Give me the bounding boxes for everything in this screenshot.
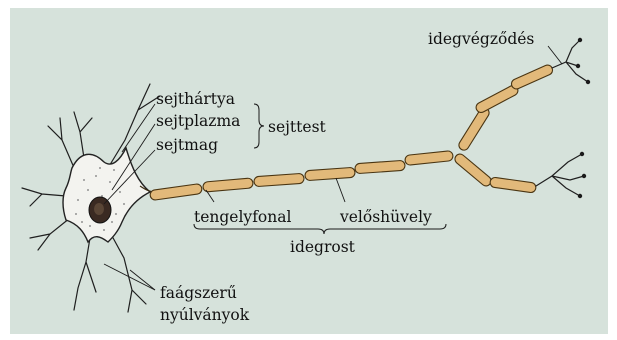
myelin-segment <box>453 152 493 188</box>
myelin-segment <box>474 84 519 114</box>
nerve-endings <box>536 38 590 198</box>
dendrite <box>30 218 70 250</box>
axon-branch-lower <box>453 152 537 193</box>
dendrite <box>112 236 146 312</box>
myelin-segment <box>203 178 254 192</box>
leader-line-sejthartya <box>122 104 155 152</box>
label-sejttest: sejttest <box>268 118 327 136</box>
myelin-segment <box>150 183 203 200</box>
label-nyulvanyok: nyúlványok <box>160 306 250 324</box>
dendrite <box>74 112 92 158</box>
leader-line-veloshuvely <box>336 178 345 202</box>
myelin-segment <box>405 151 454 166</box>
cell-body <box>63 148 150 242</box>
label-faagszeru: faágszerű <box>160 284 237 302</box>
myelin-segment <box>254 173 305 186</box>
myelinated-axon <box>150 151 454 201</box>
leader-line-faagszeru-1 <box>104 264 155 290</box>
nerve-ending <box>552 40 588 82</box>
leader-line-faagszeru-2 <box>130 270 155 290</box>
axon-branch-upper <box>457 63 554 152</box>
dendrite <box>108 84 160 168</box>
myelin-segment <box>305 167 356 180</box>
myelin-segment <box>490 177 537 193</box>
dendrite <box>48 118 75 170</box>
label-sejtplazma: sejtplazma <box>156 112 240 130</box>
myelin-segment <box>457 106 491 152</box>
label-idegrost: idegrost <box>290 238 356 256</box>
myelin-segment <box>510 63 554 90</box>
label-tengelyfonal: tengelyfonal <box>194 208 291 226</box>
leader-line-idegvegzodes <box>548 46 562 64</box>
label-idegvegzodes: idegvégződés <box>428 30 534 48</box>
myelin-segment <box>355 160 406 173</box>
label-veloshuvely: velőshüvely <box>339 208 432 226</box>
nucleolus <box>94 203 104 215</box>
dendrite <box>74 238 96 310</box>
label-sejtmag: sejtmag <box>156 136 218 154</box>
nerve-ending <box>536 154 584 196</box>
dendrite <box>22 188 66 206</box>
label-sejthartya: sejthártya <box>156 90 235 108</box>
brace-sejttest <box>254 104 264 148</box>
